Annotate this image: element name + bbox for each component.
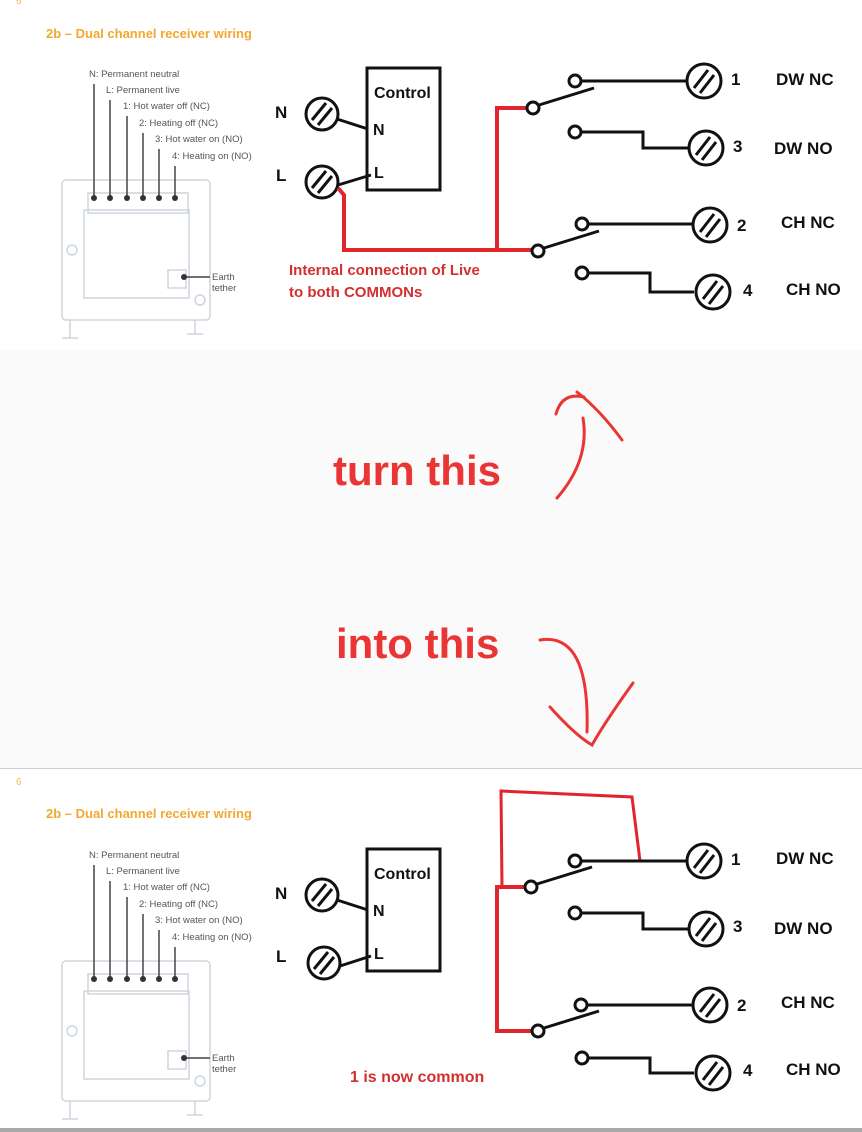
terminal-number-2: 2 — [737, 996, 747, 1015]
control-pin-n: N — [373, 903, 385, 920]
control-title: Control — [374, 85, 431, 102]
terminal-name-1: DW NC — [776, 70, 834, 89]
page-number: 6 — [16, 777, 22, 788]
terminal-name-4: CH NO — [786, 1060, 841, 1079]
terminal-name-2: CH NC — [781, 993, 835, 1012]
ch-relay-switch — [530, 216, 694, 294]
legend-4: 4: Heating on (NO) — [172, 151, 252, 162]
output-terminals-icon — [685, 62, 732, 311]
terminal-number-4: 4 — [743, 281, 753, 300]
control-pin-l: L — [374, 946, 384, 963]
dw-relay-switch — [523, 853, 690, 931]
legend-n: N: Permanent neutral — [89, 69, 180, 80]
input-label-l: L — [276, 166, 287, 185]
bottom-divider — [0, 1128, 862, 1132]
terminal-number-4: 4 — [743, 1061, 753, 1080]
terminal-number-1: 1 — [731, 850, 741, 869]
terminal-name-2: CH NC — [781, 213, 835, 232]
wiring-schematic-modified — [61, 789, 732, 1120]
live-wire — [336, 106, 532, 252]
input-label-l: L — [276, 947, 287, 966]
terminal-name-1: DW NC — [776, 849, 834, 868]
legend-leader-lines — [93, 84, 210, 278]
control-pin-n: N — [373, 122, 385, 139]
terminal-name-3: DW NO — [774, 919, 833, 938]
terminal-n-icon — [304, 877, 369, 913]
link-wire-terminal1 — [499, 789, 642, 888]
legend-1: 1: Hot water off (NC) — [123, 101, 210, 112]
ch-relay-switch — [530, 997, 694, 1075]
dw-relay-switch — [525, 73, 690, 150]
terminal-l-icon — [304, 164, 372, 200]
terminal-number-2: 2 — [737, 216, 747, 235]
transition-annotation-panel: turn this into this — [0, 350, 862, 768]
terminal-dots — [91, 976, 187, 1061]
terminal-name-4: CH NO — [786, 280, 841, 299]
control-title: Control — [374, 866, 431, 883]
commons-wire — [495, 885, 532, 1033]
terminal-number-3: 3 — [733, 917, 743, 936]
common-note: 1 is now common — [350, 1069, 485, 1086]
terminal-number-1: 1 — [731, 70, 741, 89]
original-wiring-panel: 6 2b – Dual channel receiver wiring N: P… — [0, 0, 862, 350]
modified-wiring-panel: 6 2b – Dual channel receiver wiring N: P… — [0, 768, 862, 1129]
legend-n: N: Permanent neutral — [89, 850, 180, 861]
terminal-number-3: 3 — [733, 137, 743, 156]
legend-2: 2: Heating off (NC) — [139, 118, 219, 129]
legend-leader-lines — [93, 865, 210, 1059]
legend-l: L: Permanent live — [106, 866, 180, 877]
receiver-backplate-icon — [61, 179, 211, 339]
page-title: 2b – Dual channel receiver wiring — [46, 26, 252, 41]
terminal-l-icon — [306, 945, 372, 981]
control-pin-l: L — [374, 165, 384, 182]
legend-2: 2: Heating off (NC) — [139, 899, 219, 910]
input-label-n: N — [275, 103, 288, 122]
output-terminals-icon — [685, 842, 732, 1092]
legend-3: 3: Hot water on (NO) — [155, 134, 243, 145]
legend-3: 3: Hot water on (NO) — [155, 915, 243, 926]
arrow-up-icon — [554, 390, 624, 500]
into-this-text: into this — [336, 620, 500, 667]
turn-this-text: turn this — [333, 447, 501, 494]
input-label-n: N — [275, 884, 288, 903]
wiring-schematic-original — [61, 62, 732, 339]
page-title: 2b – Dual channel receiver wiring — [46, 806, 252, 821]
legend-4: 4: Heating on (NO) — [172, 932, 252, 943]
page-number: 6 — [16, 0, 22, 7]
terminal-name-3: DW NO — [774, 139, 833, 158]
legend-1: 1: Hot water off (NC) — [123, 882, 210, 893]
legend-l: L: Permanent live — [106, 85, 180, 96]
arrow-down-icon — [538, 637, 635, 748]
terminal-n-icon — [304, 96, 369, 132]
receiver-backplate-icon — [61, 960, 211, 1120]
terminal-dots — [91, 195, 187, 280]
hand-drawn-arrows — [538, 390, 635, 748]
